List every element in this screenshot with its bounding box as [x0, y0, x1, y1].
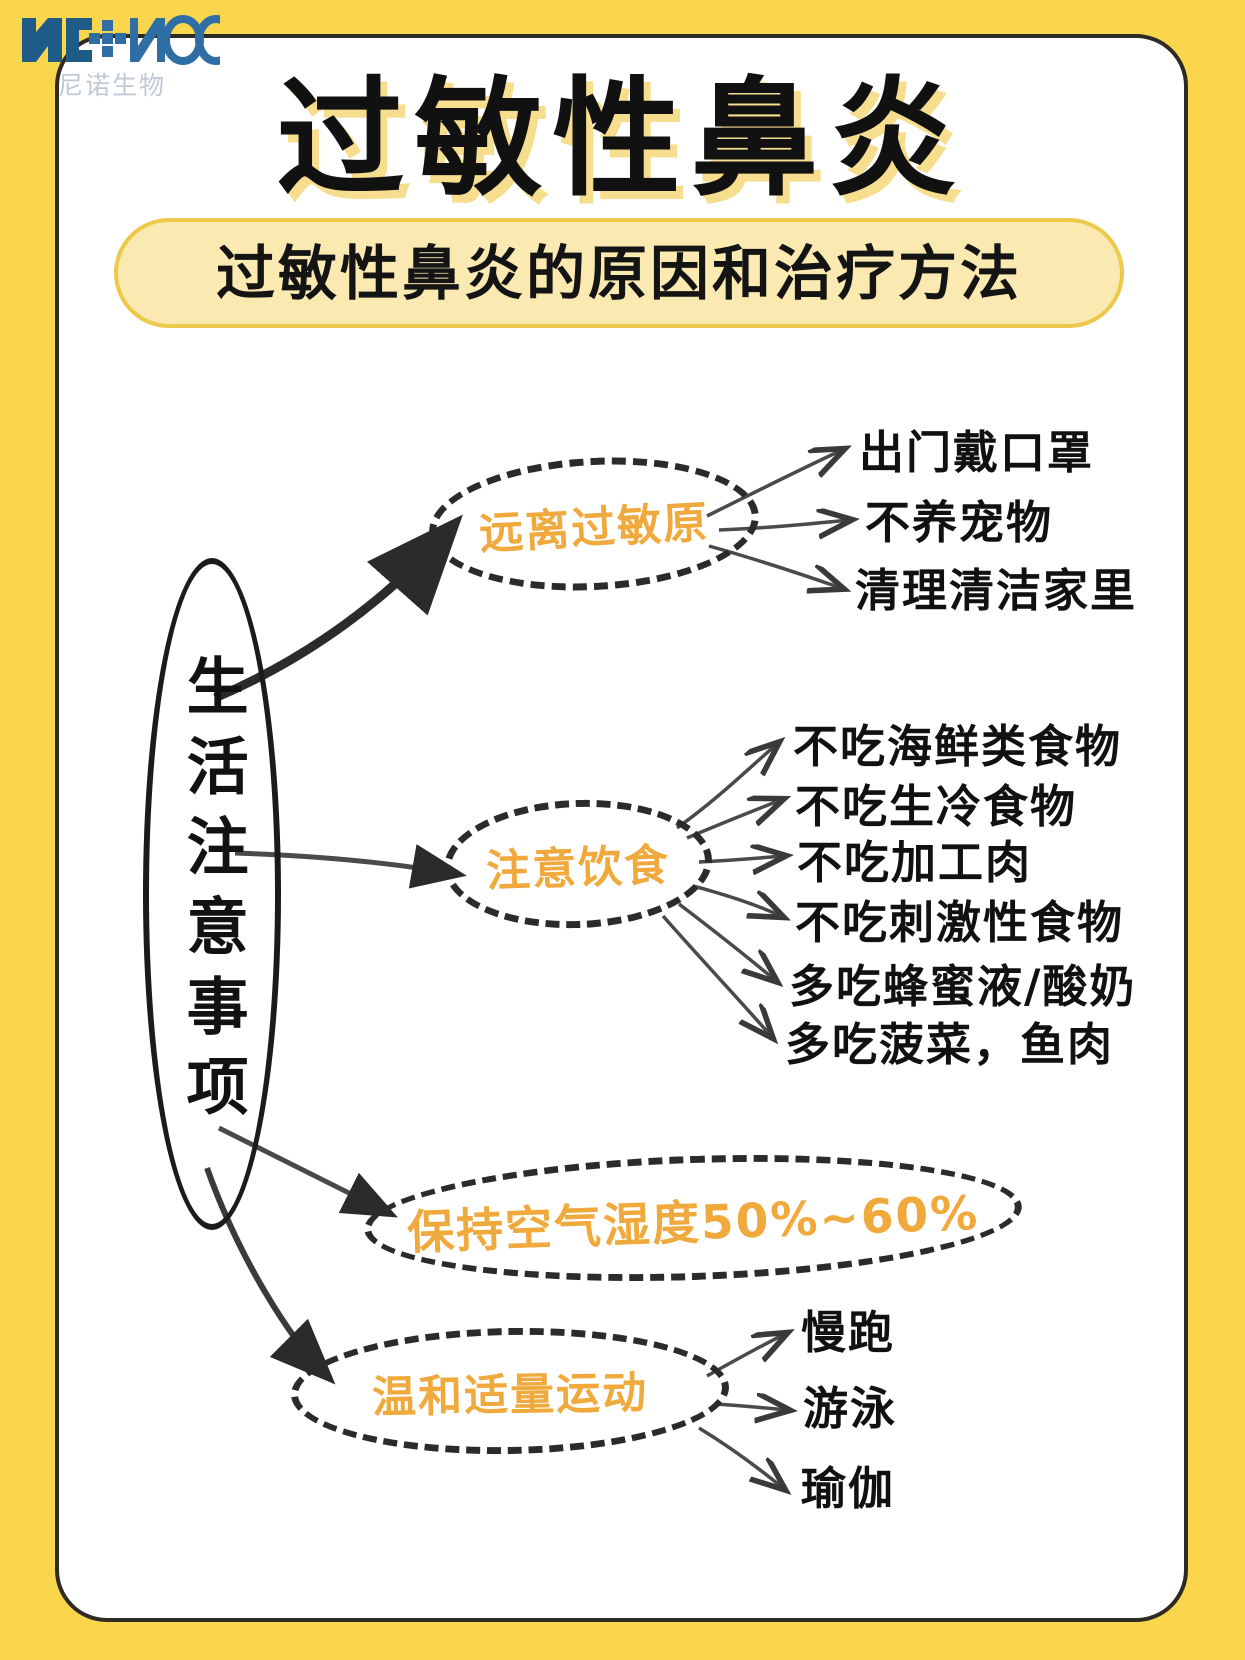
leaf-diet-3: 不吃加工肉	[797, 836, 1033, 889]
leaf-diet-6: 多吃菠菜，鱼肉	[785, 1018, 1115, 1071]
leaf-exercise-2: 游泳	[803, 1382, 898, 1435]
edge-diet-4	[692, 884, 781, 916]
brand-sub-label: 尼诺生物	[58, 72, 167, 100]
leaf-allergen-2: 不养宠物	[865, 496, 1054, 549]
edge-diet-5	[677, 902, 775, 980]
mindmap-branch-exercise-label: 温和适量运动	[371, 1367, 649, 1424]
edge-exercise-2	[714, 1404, 787, 1410]
mindmap-branch-allergen[interactable]: 远离过敏原	[425, 449, 763, 599]
mindmap-branch-exercise[interactable]: 温和适量运动	[289, 1324, 731, 1458]
subtitle-banner: 过敏性鼻炎的原因和治疗方法	[114, 218, 1124, 328]
leaf-diet-1: 不吃海鲜类食物	[793, 720, 1123, 773]
mindmap-branch-diet[interactable]: 注意饮食	[441, 795, 715, 933]
mindmap-root-node[interactable]: 生活注意事项	[143, 558, 281, 1230]
leaf-diet-4: 不吃刺激性食物	[795, 896, 1125, 949]
edge-diet-2	[686, 800, 781, 840]
mindmap-branch-humidity[interactable]: 保持空气湿度50%~60%	[362, 1144, 1024, 1292]
mindmap: 生活注意事项 远离过敏原 出门戴口罩 不养宠物 清理清洁家里 注意饮食 不吃海鲜…	[59, 38, 1184, 1618]
ninoo-logo-icon	[22, 15, 220, 65]
mindmap-branch-allergen-label: 远离过敏原	[478, 497, 711, 560]
mindmap-branch-humidity-label: 保持空气湿度50%~60%	[406, 1185, 981, 1261]
brand-logo: 尼诺生物	[14, 8, 244, 104]
leaf-exercise-1: 慢跑	[801, 1306, 896, 1359]
leaf-exercise-3: 瑜伽	[801, 1462, 896, 1515]
subtitle-text: 过敏性鼻炎的原因和治疗方法	[215, 239, 1022, 308]
leaf-allergen-1: 出门戴口罩	[859, 426, 1095, 479]
leaf-diet-2: 不吃生冷食物	[795, 780, 1078, 833]
content-card: 过敏性鼻炎 过敏性鼻炎的原因和治疗方法	[55, 34, 1188, 1622]
mindmap-root-label: 生活注意事项	[175, 654, 249, 1134]
leaf-diet-5: 多吃蜂蜜液/酸奶	[789, 960, 1137, 1013]
mindmap-branch-diet-label: 注意饮食	[485, 839, 671, 898]
edge-exercise-3	[698, 1426, 783, 1488]
edge-diet-6	[661, 914, 771, 1036]
edge-diet-1	[675, 744, 777, 830]
page-title: 过敏性鼻炎	[276, 65, 967, 214]
leaf-allergen-3: 清理清洁家里	[855, 564, 1138, 617]
